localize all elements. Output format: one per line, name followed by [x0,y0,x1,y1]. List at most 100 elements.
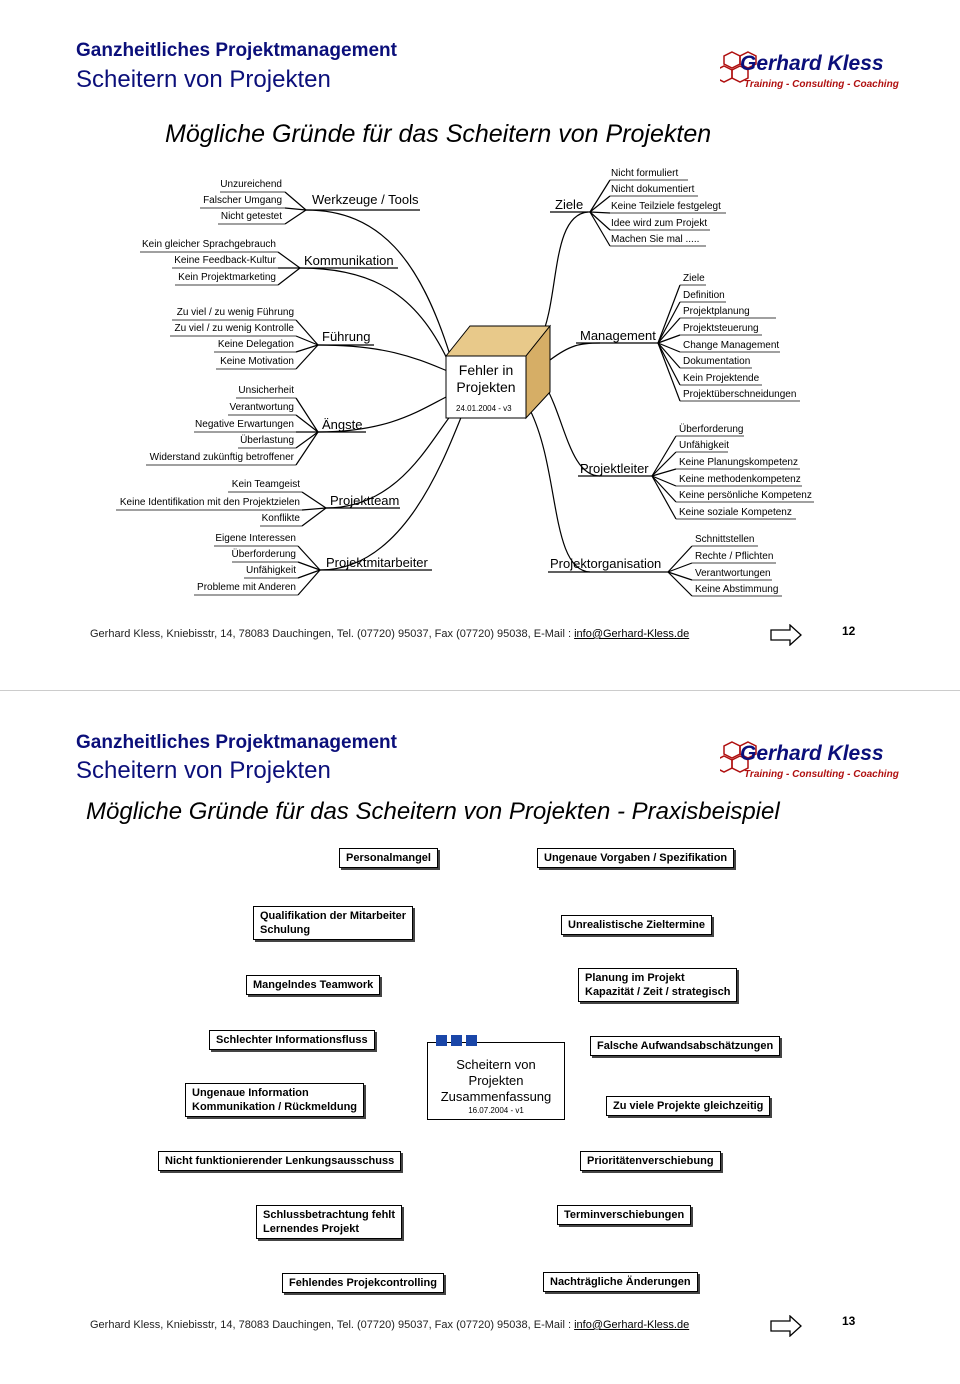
leaf-item: Ziele [683,273,705,284]
leaf-item: Eigene Interessen [215,533,296,544]
leaf-item: Überforderung [679,424,744,435]
leaf-item: Kein Projektende [683,373,760,384]
next-arrow-icon[interactable] [770,624,802,646]
cause-line: Kommunikation / Rückmeldung [192,1101,358,1113]
leaf-item: Überforderung [231,549,296,560]
leaf-item: Negative Erwartungen [195,419,294,430]
leaf-item: Idee wird zum Projekt [611,218,708,229]
cause-box: Schlussbetrachtung fehlt Lernendes Proje… [256,1205,403,1239]
cause-line: Schulung [260,924,311,936]
company-logo: Gerhard Kless Training - Consulting - Co… [720,736,899,790]
branch-ziele: Ziele [555,197,584,212]
leaf-item: Verantwortung [229,402,295,413]
center-date: 24.01.2004 - v3 [456,404,512,413]
hexagon-logo-icon [720,741,757,773]
header-title: Scheitern von Projekten [76,757,331,784]
leaf-item: Kein Projektmarketing [178,272,276,283]
logo-name: Gerhard Kless [740,742,884,765]
hexagon-logo-icon [720,51,757,83]
branch-fuehrung: Führung [322,329,371,344]
cause-box: Unrealistische Zieltermine [561,915,712,935]
cause-box: Fehlendes Projekcontrolling [282,1273,444,1293]
leaf-item: Keine soziale Kompetenz [679,507,792,518]
cause-box: Prioritätenverschiebung [580,1151,721,1171]
leaf-item: Schnittstellen [695,534,755,545]
leaf-item: Zu viel / zu wenig Kontrolle [174,323,294,334]
cause-box: Nachträgliche Änderungen [543,1272,698,1292]
leaf-item: Nicht formuliert [611,168,679,179]
leaf-item: Keine Identifikation mit den Projektziel… [119,497,300,508]
leaf-item: Projektüberschneidungen [683,389,797,400]
branch-aengste: Ängste [322,417,363,432]
leaf-item: Machen Sie mal ..... [611,234,700,245]
leaf-item: Nicht dokumentiert [611,184,695,195]
next-arrow-icon[interactable] [770,1315,802,1337]
cause-box: Mangelndes Teamwork [246,975,381,995]
branch-kommunikation: Kommunikation [304,253,394,268]
cause-line: Qualifikation der Mitarbeiter [260,910,407,922]
branch-projektleiter: Projektleiter [580,461,649,476]
leaf-item: Keine Feedback-Kultur [174,255,276,266]
leaf-item: Change Management [683,340,780,351]
leaf-item: Keine Planungskompetenz [679,457,798,468]
branch-projektorganisation: Projektorganisation [550,556,662,571]
slide-title: Mögliche Gründe für das Scheitern von Pr… [165,120,712,148]
branch-projektmitarbeiter: Projektmitarbeiter [326,555,428,570]
leaf-item: Keine Teilziele festgelegt [611,201,721,212]
center-line-2: Projekten [468,1073,524,1088]
page-divider [0,690,960,691]
logo-tagline: Training - Consulting - Coaching [744,79,899,90]
leaf-item: Konflikte [261,513,300,524]
footer-email-link[interactable]: info@Gerhard-Kless.de [574,1319,690,1331]
cause-line: Ungenaue Information [192,1087,309,1099]
leaf-item: Kein gleicher Sprachgebrauch [142,239,276,250]
center-line-3: Zusammenfassung [440,1089,552,1104]
leaf-item: Keine Motivation [220,356,294,367]
blue-squares-icon [436,1035,477,1046]
cause-line: Lernendes Projekt [263,1223,359,1235]
leaf-item: Kein Teamgeist [231,479,300,490]
footer-text: Gerhard Kless, Kniebisstr, 14, 78083 Dau… [90,1319,575,1331]
leaf-item: Keine methodenkompetenz [679,474,801,485]
leaf-item: Probleme mit Anderen [197,582,296,593]
branch-werkzeuge: Werkzeuge / Tools [312,192,419,207]
cause-box: Terminverschiebungen [557,1205,692,1225]
cause-line: Planung im Projekt [585,972,685,984]
company-logo: Gerhard Kless Training - Consulting - Co… [720,46,899,100]
center-date: 16.07.2004 - v1 [468,1106,524,1115]
leaf-item: Keine Abstimmung [695,584,779,595]
cause-line: Kapazität / Zeit / strategisch [585,986,731,998]
logo-name: Gerhard Kless [740,52,884,75]
cause-box: Nicht funktionierender Lenkungsausschuss [158,1151,402,1171]
leaf-item: Überlastung [240,435,294,446]
leaf-item: Unfähigkeit [679,440,730,451]
leaf-item: Keine Delegation [217,339,294,350]
leaf-item: Projektsteuerung [683,323,759,334]
leaf-item: Unsicherheit [238,385,294,396]
slide-13: Ganzheitliches Projektmanagement Scheite… [0,700,960,1384]
cause-box: Falsche Aufwandsabschätzungen [590,1036,781,1056]
branch-projektteam: Projektteam [330,493,400,508]
center-summary-box: Scheitern von Projekten Zusammenfassung … [427,1035,565,1120]
leaf-item: Nicht getestet [220,211,282,222]
page-number: 12 [842,624,856,638]
header-subtitle: Ganzheitliches Projektmanagement [76,40,397,61]
footer-email-link[interactable]: info@Gerhard-Kless.de [574,628,690,640]
leaf-item: Falscher Umgang [203,195,282,206]
page-number: 13 [842,1314,856,1328]
cause-box: Personalmangel [339,848,438,868]
leaf-item: Unfähigkeit [245,565,296,576]
center-title: Fehler in Projekten [456,362,516,395]
leaf-item: Dokumentation [683,356,751,367]
header-subtitle: Ganzheitliches Projektmanagement [76,732,397,753]
mindmap-lines [116,179,814,597]
leaf-item: Verantwortungen [695,568,771,579]
leaf-item: Unzureichend [220,179,282,190]
cause-box: Ungenaue Vorgaben / Spezifikation [537,848,735,868]
cause-box: Planung im Projekt Kapazität / Zeit / st… [578,968,738,1002]
branch-management: Management [580,328,656,343]
cause-box: Zu viele Projekte gleichzeitig [606,1096,771,1116]
logo-tagline: Training - Consulting - Coaching [744,769,899,780]
center-line-1: Scheitern von [456,1057,536,1072]
footer-text: Gerhard Kless, Kniebisstr, 14, 78083 Dau… [90,628,575,640]
